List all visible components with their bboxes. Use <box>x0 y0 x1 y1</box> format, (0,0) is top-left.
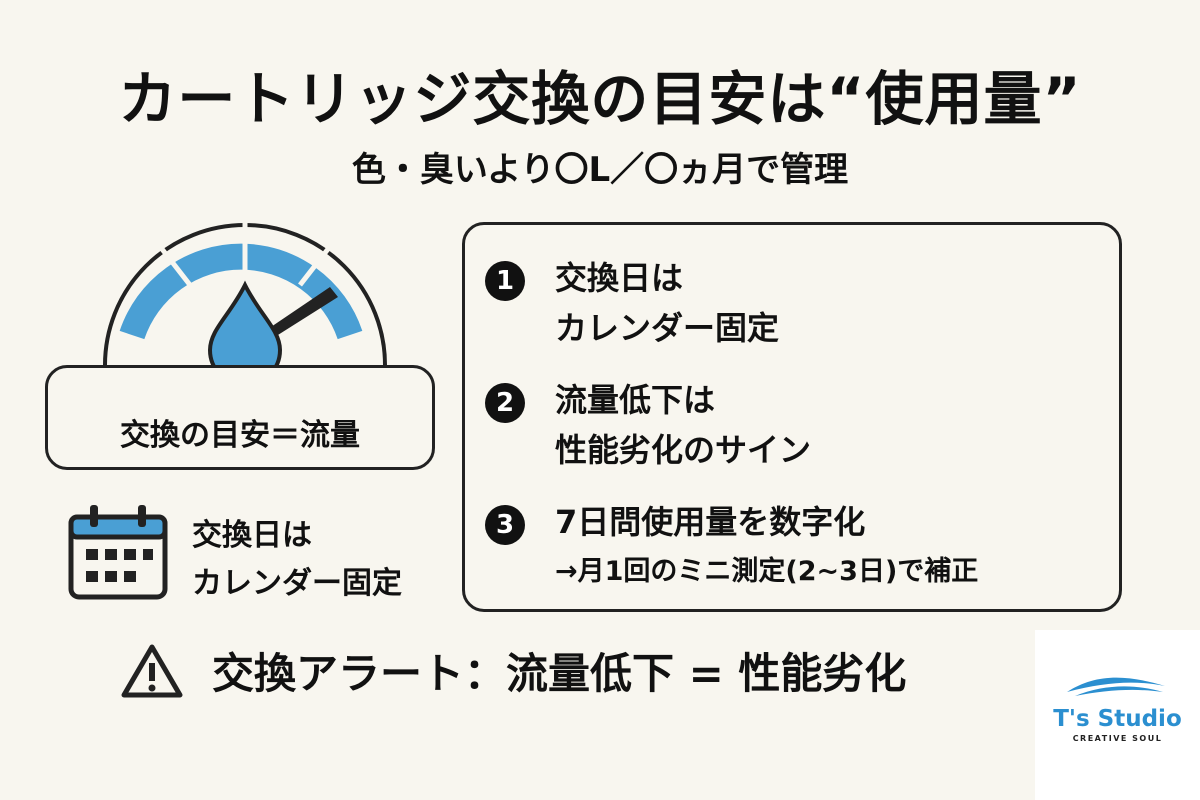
logo-name: T's Studio <box>1053 706 1182 732</box>
step-number: 1 <box>485 261 525 301</box>
gauge-label: 交換の目安＝流量 <box>120 418 360 453</box>
step-line2: 性能劣化のサイン <box>555 431 812 469</box>
step-line2: カレンダー固定 <box>555 309 780 347</box>
step-2: 2 流量低下は性能劣化のサイン <box>485 375 811 475</box>
steps-panel: 1 交換日はカレンダー固定 2 流量低下は性能劣化のサイン 3 7日問使用量を数… <box>462 222 1122 612</box>
warning-icon <box>121 644 183 697</box>
step-1: 1 交換日はカレンダー固定 <box>485 253 779 353</box>
page-subtitle: 色・臭いより〇L／〇ヵ月で管理 <box>351 150 849 190</box>
calendar-icon <box>68 505 168 600</box>
step-line1: 交換日は <box>555 259 684 297</box>
page-title: カートリッジ交換の目安は“使用量” <box>118 65 1082 133</box>
step-number: 2 <box>485 383 525 423</box>
gauge-icon <box>103 215 387 385</box>
step-line1: 7日問使用量を数字化 <box>555 503 866 541</box>
calendar-line2: カレンダー固定 <box>192 566 402 601</box>
logo-tagline: CREATIVE SOUL <box>1072 734 1163 743</box>
wave-icon <box>1067 677 1165 696</box>
step-number: 3 <box>485 505 525 545</box>
alert-text: 交換アラート：流量低下 = 性能劣化 <box>212 649 907 698</box>
step-line2: →月1回のミニ測定(2~3日)で補正 <box>555 556 979 587</box>
step-3: 3 7日問使用量を数字化 →月1回のミニ測定(2~3日)で補正 <box>485 497 978 597</box>
alert-banner: 交換アラート：流量低下 = 性能劣化 <box>120 640 906 701</box>
calendar-line1: 交換日は <box>192 518 312 553</box>
studio-logo: T's Studio CREATIVE SOUL <box>1035 630 1200 800</box>
step-line1: 流量低下は <box>555 381 716 419</box>
calendar-text: 交換日は カレンダー固定 <box>192 512 402 608</box>
gauge-label-box <box>45 365 435 470</box>
